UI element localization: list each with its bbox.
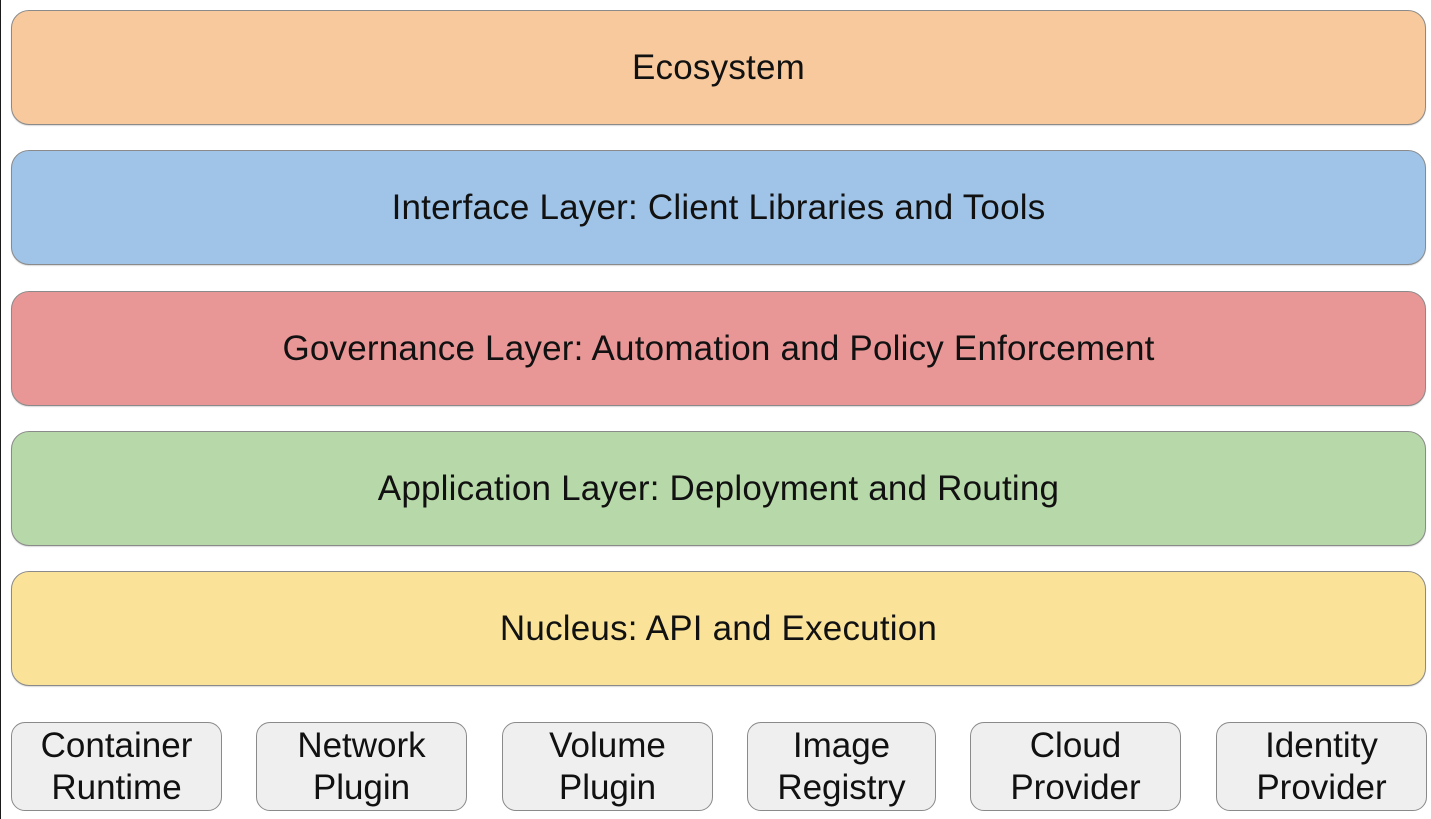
layer-application-label: Application Layer: Deployment and Routin… — [377, 468, 1060, 508]
layer-nucleus: Nucleus: API and Execution — [11, 571, 1426, 686]
plugin-volume-plugin: Volume Plugin — [502, 722, 713, 811]
plugin-identity-provider: Identity Provider — [1216, 722, 1427, 811]
layer-ecosystem-label: Ecosystem — [632, 47, 805, 87]
plugin-label-line2: Provider — [1256, 767, 1387, 807]
plugin-cloud-provider: Cloud Provider — [970, 722, 1181, 811]
plugin-label-line1: Image — [792, 725, 891, 765]
plugin-container-runtime: Container Runtime — [11, 722, 222, 811]
plugin-label-line1: Cloud — [1029, 725, 1122, 765]
plugin-label-line2: Plugin — [312, 767, 411, 807]
layer-ecosystem: Ecosystem — [11, 10, 1426, 125]
plugin-label-line2: Provider — [1010, 767, 1141, 807]
layer-interface: Interface Layer: Client Libraries and To… — [11, 150, 1426, 265]
layer-governance-label: Governance Layer: Automation and Policy … — [282, 328, 1155, 368]
plugin-network-plugin: Network Plugin — [256, 722, 467, 811]
plugin-label-line2: Plugin — [558, 767, 657, 807]
plugin-image-registry: Image Registry — [747, 722, 936, 811]
plugin-label-line1: Identity — [1265, 725, 1378, 765]
left-edge-line — [0, 0, 1, 819]
layer-governance: Governance Layer: Automation and Policy … — [11, 291, 1426, 406]
layer-interface-label: Interface Layer: Client Libraries and To… — [391, 187, 1046, 227]
plugin-label-line1: Container — [40, 725, 193, 765]
plugin-label-line2: Runtime — [51, 767, 182, 807]
layer-nucleus-label: Nucleus: API and Execution — [499, 608, 938, 648]
plugin-label-line2: Registry — [777, 767, 906, 807]
layer-application: Application Layer: Deployment and Routin… — [11, 431, 1426, 546]
plugin-label-line1: Network — [297, 725, 426, 765]
plugin-label-line1: Volume — [549, 725, 666, 765]
